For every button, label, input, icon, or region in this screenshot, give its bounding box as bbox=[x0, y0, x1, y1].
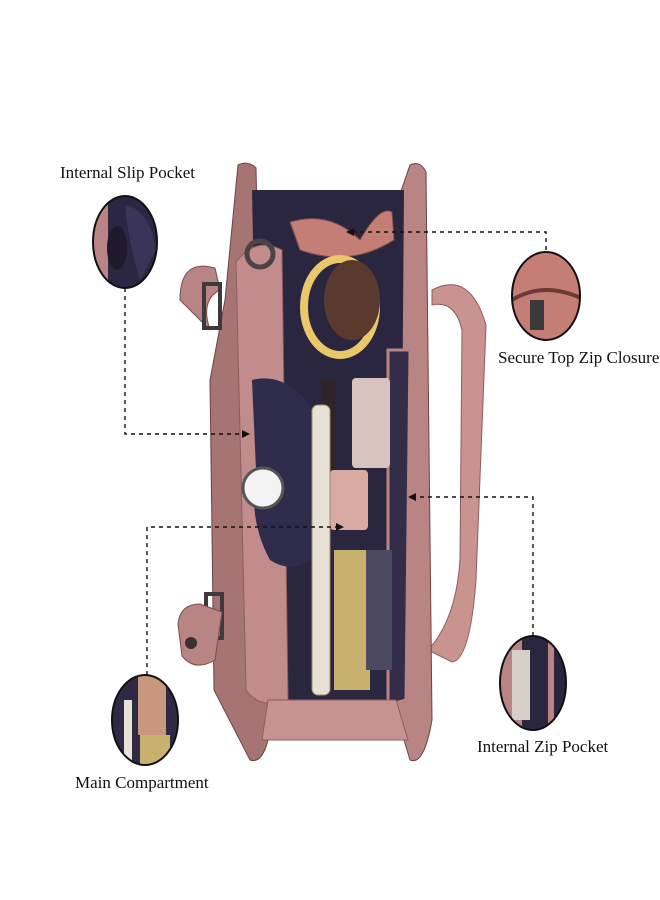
metal-ring bbox=[244, 238, 276, 270]
handbag bbox=[177, 162, 487, 762]
bottom-strap bbox=[177, 603, 223, 666]
metal-buckle bbox=[202, 282, 222, 330]
wooden-item bbox=[324, 260, 380, 340]
detail-zip-pocket bbox=[499, 635, 567, 731]
detail-zip-closure bbox=[511, 251, 581, 341]
zip-closure-line bbox=[352, 231, 547, 250]
nail-polish bbox=[352, 378, 390, 468]
arrowhead bbox=[242, 430, 250, 438]
slip-pocket-line bbox=[124, 288, 246, 435]
internal-slip-pocket-label: Internal Slip Pocket bbox=[60, 163, 196, 182]
arrowhead bbox=[346, 228, 354, 236]
arrowhead bbox=[336, 523, 344, 531]
secure-top-zip-closure-label: Secure Top Zip Closure bbox=[498, 348, 660, 367]
phone bbox=[311, 404, 331, 696]
bottom-rim bbox=[261, 699, 409, 741]
right-handle bbox=[427, 284, 487, 663]
main-compartment-line bbox=[146, 526, 340, 675]
round-tin bbox=[241, 466, 285, 510]
internal-zip-pocket-label: Internal Zip Pocket bbox=[477, 737, 609, 756]
compact bbox=[366, 550, 392, 670]
callout-lines bbox=[124, 231, 547, 675]
gold-card bbox=[334, 550, 370, 690]
arrowhead bbox=[408, 493, 416, 501]
rivet bbox=[185, 637, 197, 649]
main-compartment-label: Main Compartment bbox=[75, 773, 209, 792]
perfume-bottle bbox=[330, 470, 368, 530]
zip-pocket-line bbox=[412, 496, 534, 636]
detail-slip-pocket bbox=[92, 195, 158, 289]
detail-main-compartment bbox=[111, 674, 179, 766]
left-strap bbox=[179, 265, 221, 331]
